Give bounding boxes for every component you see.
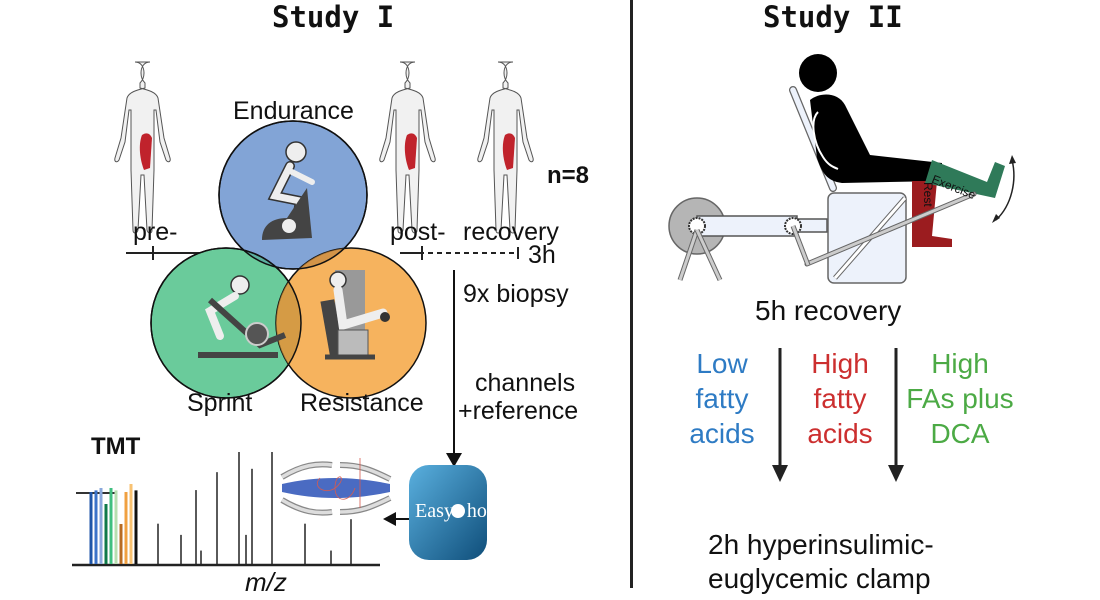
study2-recovery-label: 5h recovery xyxy=(755,295,902,326)
sprint-bike-icon xyxy=(198,275,287,358)
easyphos-logo-right: hos xyxy=(466,500,495,522)
sample-size: n=8 xyxy=(547,162,590,189)
leg-press-machine-icon xyxy=(320,270,390,360)
mz-axis-label: m/z xyxy=(245,567,287,597)
body-figure-pre xyxy=(114,61,171,234)
condition-low-fa: Low fatty acids xyxy=(689,348,755,449)
leg-label-exercise: Exercise xyxy=(929,172,978,203)
recovery-duration: 3h xyxy=(528,241,556,269)
flywheel xyxy=(668,197,726,255)
body-figure-post xyxy=(379,61,436,234)
person-body xyxy=(810,94,942,183)
easyphos-logo-box xyxy=(409,465,487,560)
muscle-highlight xyxy=(139,133,152,170)
study-divider xyxy=(630,0,633,588)
swing-arrow xyxy=(995,159,1015,221)
study1-graphics xyxy=(72,61,534,567)
timepoint-pre: pre- xyxy=(133,218,178,246)
leg-label-rest: Rest xyxy=(921,182,935,207)
timepoint-post: post- xyxy=(390,218,446,246)
spectrum-peaks xyxy=(157,452,352,564)
easyphos-logo-left: Easy xyxy=(415,500,454,522)
lever-bar xyxy=(804,191,977,267)
label-sprint: Sprint xyxy=(187,389,253,417)
biopsy-label: 9x biopsy xyxy=(463,280,569,308)
condition-high-fa-dca: High FAs plus DCA xyxy=(906,348,1014,449)
clamp-label: 2h hyperinsulimic- euglycemic clamp xyxy=(708,529,934,594)
label-endurance: Endurance xyxy=(233,97,354,125)
label-resistance: Resistance xyxy=(300,389,424,417)
condition-high-fa: High fatty acids xyxy=(807,348,873,449)
body-figure-recovery xyxy=(477,61,534,234)
study2-title: Study II xyxy=(763,0,903,34)
orbitrap-icon xyxy=(280,458,392,516)
stationary-bike-icon xyxy=(262,141,315,240)
tmt-label: TMT xyxy=(91,433,141,460)
timepoint-recovery: recovery xyxy=(463,218,559,246)
channels-label: channels xyxy=(475,369,576,397)
reference-label: +reference xyxy=(458,397,579,425)
tmt-reporter-bars xyxy=(89,484,138,564)
person-head xyxy=(799,54,837,92)
chair-seat xyxy=(827,192,907,284)
study1-title: Study I xyxy=(272,0,395,34)
